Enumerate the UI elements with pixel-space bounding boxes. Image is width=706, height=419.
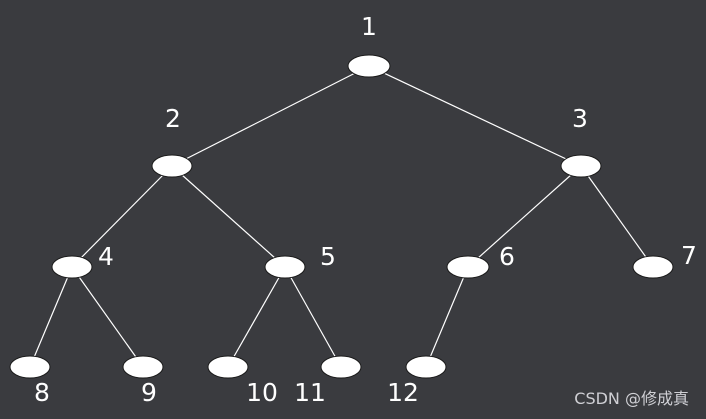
- node-9: [122, 355, 164, 379]
- node-3: [560, 154, 602, 178]
- node-label-9: 9: [141, 378, 157, 407]
- edge-3-6: [467, 165, 582, 268]
- node-label-7: 7: [681, 241, 697, 270]
- node-label-11: 11: [294, 378, 326, 407]
- edge-1-3: [368, 65, 582, 167]
- edge-4-8: [29, 266, 73, 368]
- edge-6-12: [425, 266, 469, 368]
- node-label-6: 6: [499, 242, 515, 271]
- node-label-4: 4: [98, 242, 114, 271]
- node-label-2: 2: [165, 104, 181, 133]
- edge-2-5: [171, 165, 286, 268]
- node-label-12: 12: [387, 378, 419, 407]
- edge-4-9: [71, 266, 144, 368]
- tree-edges: [29, 65, 654, 368]
- node-4: [51, 255, 93, 279]
- node-label-8: 8: [34, 378, 50, 407]
- node-11: [320, 355, 362, 379]
- node-5: [264, 255, 306, 279]
- node-2: [151, 154, 193, 178]
- edge-5-11: [284, 266, 342, 368]
- edge-3-7: [580, 165, 654, 268]
- edge-2-4: [71, 165, 173, 268]
- edge-1-2: [171, 65, 370, 167]
- node-10: [207, 355, 249, 379]
- node-8: [9, 355, 51, 379]
- node-label-3: 3: [572, 104, 588, 133]
- node-1: [347, 54, 391, 78]
- node-label-5: 5: [320, 242, 336, 271]
- node-6: [446, 255, 490, 279]
- node-label-1: 1: [361, 12, 377, 41]
- tree-nodes: [9, 54, 674, 379]
- watermark: CSDN @修成真: [574, 389, 689, 408]
- edge-5-10: [227, 266, 286, 368]
- node-label-10: 10: [246, 378, 278, 407]
- node-12: [405, 355, 447, 379]
- node-7: [632, 255, 674, 279]
